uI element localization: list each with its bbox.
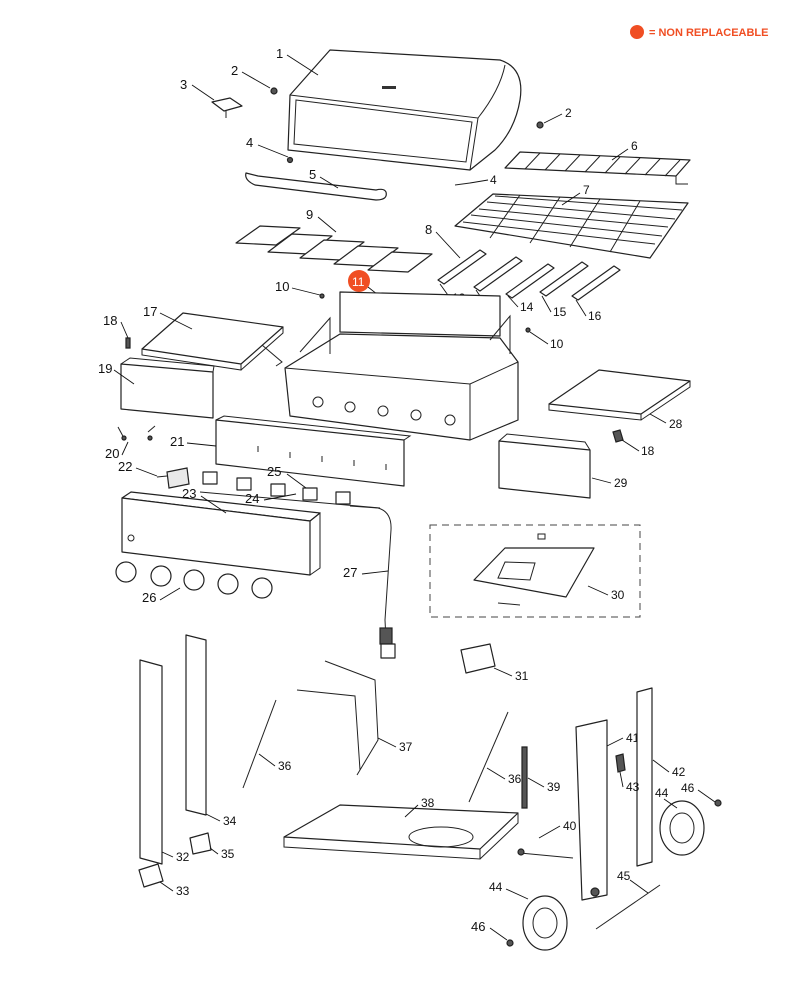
- part-3-lid-bracket: [211, 97, 243, 118]
- part-7-cooking-grate: [454, 193, 689, 259]
- callout-2a: 2: [231, 63, 238, 78]
- callout-17: 17: [143, 304, 157, 319]
- part-45-axle: [595, 884, 661, 930]
- firebox: [284, 291, 519, 441]
- part-42-right-rear-leg: [636, 687, 653, 867]
- callout-43: 43: [626, 780, 640, 794]
- callout-45: 45: [617, 869, 631, 883]
- legend: = NON REPLACEABLE: [630, 25, 769, 39]
- callout-7: 7: [583, 183, 590, 197]
- callout-4b: 4: [490, 173, 497, 187]
- callout-3: 3: [180, 77, 187, 92]
- callout-37: 37: [399, 740, 413, 754]
- callout-29: 29: [614, 476, 628, 490]
- part-41-right-front-leg: [575, 719, 608, 901]
- callout-28: 28: [669, 417, 683, 431]
- part-23-control-panel: [121, 491, 321, 576]
- part-21-control-bracket: [215, 415, 412, 487]
- part-19-side-panel: [120, 357, 215, 419]
- callout-4a: 4: [246, 135, 253, 150]
- part-8-burners: [437, 249, 621, 301]
- callout-6: 6: [631, 139, 638, 153]
- part-27-regulator-hose: [349, 505, 396, 659]
- callout-33: 33: [176, 884, 190, 898]
- part-29-right-side-panel: [498, 433, 591, 499]
- callout-10a: 10: [275, 279, 289, 294]
- callout-5: 5: [309, 167, 316, 182]
- part-17-left-side-shelf: [141, 312, 284, 371]
- part-20-igniter-bracket: [117, 425, 156, 441]
- callout-19: 19: [98, 361, 112, 376]
- part-39-hook-strip: [521, 746, 528, 809]
- non-replaceable-marker-icon: [348, 270, 370, 292]
- callout-36a: 36: [278, 759, 292, 773]
- callout-10b: 10: [550, 337, 564, 351]
- callout-27: 27: [343, 565, 357, 580]
- part-18-clip: [125, 337, 624, 443]
- callout-44b: 44: [489, 880, 503, 894]
- part-5-handle: [245, 172, 387, 201]
- part-32-left-front-leg: [139, 659, 163, 865]
- part-2-screw: [270, 87, 544, 129]
- part-37-tank-bracket: [296, 660, 379, 776]
- callout-18b: 18: [641, 444, 655, 458]
- callout-46b: 46: [471, 919, 485, 934]
- callout-14: 14: [520, 300, 534, 314]
- callout-9: 9: [306, 207, 313, 222]
- callout-24: 24: [245, 491, 259, 506]
- part-26-control-knobs: [115, 561, 273, 599]
- part-1-lid: [287, 49, 522, 171]
- part-30-grease-tray: [429, 524, 641, 618]
- callout-39: 39: [547, 780, 561, 794]
- part-6-warming-rack: [504, 151, 691, 185]
- callout-16: 16: [588, 309, 602, 323]
- callout-1: 1: [276, 46, 283, 61]
- part-46-wheel-bolt: [506, 799, 722, 947]
- callout-23: 23: [182, 486, 196, 501]
- callout-15: 15: [553, 305, 567, 319]
- part-35-leg-base: [189, 832, 212, 855]
- part-36-support-rods: [242, 699, 509, 803]
- part-24-manifold: [199, 471, 381, 509]
- callout-20: 20: [105, 446, 119, 461]
- callout-30: 30: [611, 588, 625, 602]
- part-28-right-side-shelf: [548, 369, 691, 421]
- callout-38: 38: [421, 796, 435, 810]
- callout-40: 40: [563, 819, 577, 833]
- callout-42: 42: [672, 765, 686, 779]
- part-31-grease-cup: [460, 643, 496, 674]
- callout-32: 32: [176, 850, 190, 864]
- callout-41: 41: [626, 731, 640, 745]
- part-10-screw: [319, 293, 531, 333]
- callout-36b: 36: [508, 772, 522, 786]
- callout-11: 11: [352, 275, 365, 289]
- part-9-flame-tamers: [235, 225, 433, 273]
- non-replaceable-marker-icon: [630, 25, 644, 39]
- callout-44a: 44: [655, 786, 669, 800]
- callout-46a: 46: [681, 781, 695, 795]
- callout-21: 21: [170, 434, 184, 449]
- legend-text: = NON REPLACEABLE: [649, 27, 769, 39]
- callout-2b: 2: [565, 106, 572, 120]
- callout-31: 31: [515, 669, 529, 683]
- part-44-wheels: [522, 800, 705, 951]
- callout-25: 25: [267, 464, 281, 479]
- part-33-leg-base: [138, 863, 164, 888]
- part-22-ignition-module: [156, 467, 190, 489]
- part-4-bolt: [286, 156, 471, 186]
- callout-34: 34: [223, 814, 237, 828]
- part-40-tank-hook: [517, 848, 574, 859]
- part-34-left-rear-leg: [185, 634, 207, 816]
- callout-18a: 18: [103, 313, 117, 328]
- callout-35: 35: [221, 847, 235, 861]
- part-43-bracket: [615, 753, 626, 773]
- part-38-bottom-shelf: [283, 804, 519, 860]
- callout-26: 26: [142, 590, 156, 605]
- callout-8: 8: [425, 222, 432, 237]
- callout-22: 22: [118, 459, 132, 474]
